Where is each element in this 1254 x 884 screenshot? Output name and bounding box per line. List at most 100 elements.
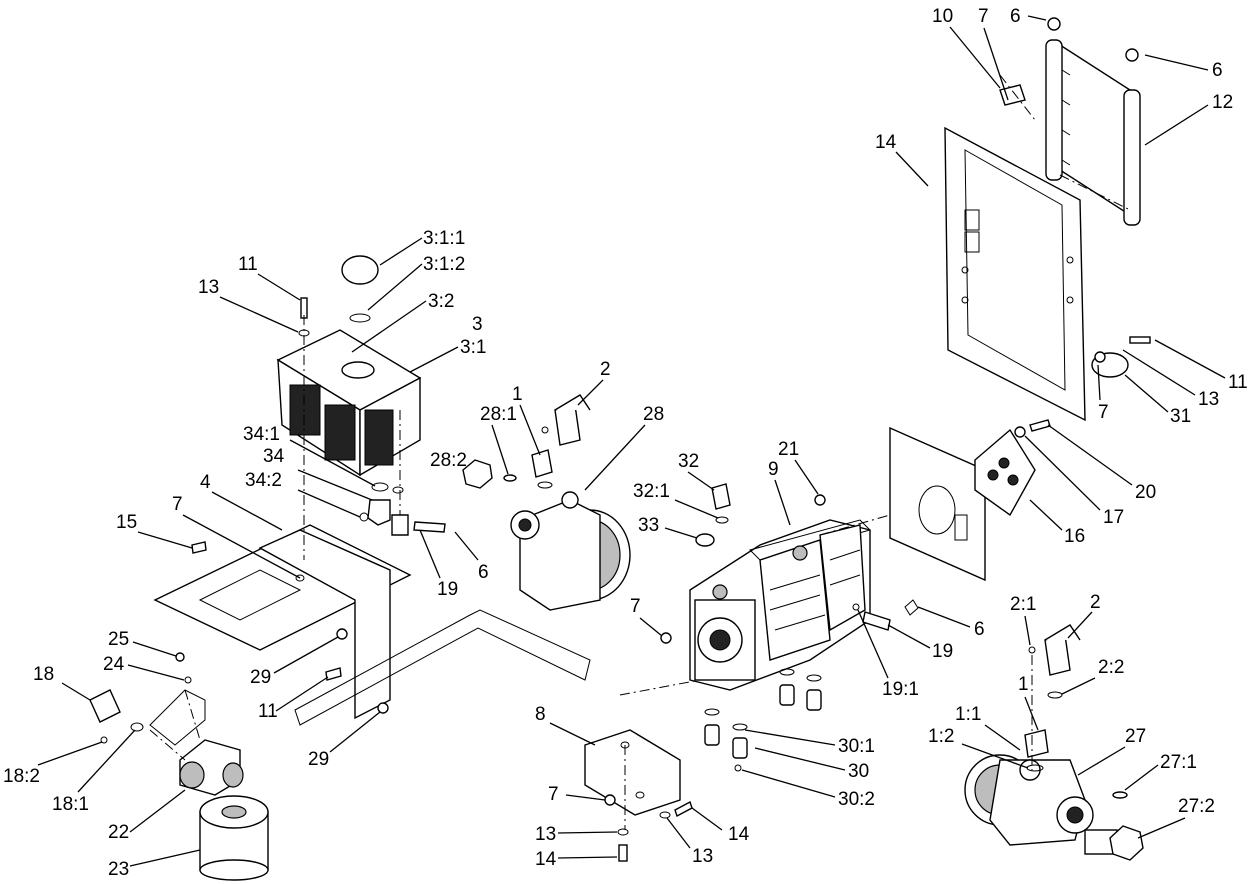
nut-25: [175, 652, 185, 662]
callout-13-right: 13: [1198, 389, 1219, 410]
callout-34-2: 34:2: [245, 470, 282, 491]
frame-rail: [294, 609, 591, 726]
callout-28: 28: [643, 404, 664, 425]
callout-18-2: 18:2: [3, 766, 40, 787]
callout-2-center: 2: [600, 359, 611, 380]
elbow-18: [89, 689, 144, 744]
callout-34: 34: [263, 446, 285, 467]
callout-4: 4: [200, 472, 211, 493]
callout-13-bottom: 13: [535, 824, 556, 845]
washer-17: [1014, 426, 1026, 438]
centerlines: [149, 74, 1131, 830]
tandem-pump: [689, 519, 871, 691]
pump-plate: [889, 426, 986, 582]
callout-32: 32: [678, 451, 699, 472]
nut-21: [814, 494, 826, 506]
callout-15: 15: [116, 512, 137, 533]
callout-14-bottom: 14: [535, 849, 557, 870]
callout-3-1-1: 3:1:1: [423, 228, 465, 249]
nut-7-bottom: [604, 794, 616, 806]
bolt-14-bottom: [618, 844, 628, 862]
key-27-1: [1112, 791, 1128, 799]
coupling-16: [974, 428, 1036, 517]
callout-7-center: 7: [630, 596, 641, 617]
elbow-32: [711, 483, 731, 524]
callout-2-right: 2: [1090, 592, 1101, 613]
elbow-1-right: [1024, 729, 1049, 772]
callout-30: 30: [848, 761, 869, 782]
fitting-19-right: [852, 599, 919, 631]
callout-16: 16: [1064, 526, 1085, 547]
callout-1-1: 1:1: [955, 704, 981, 725]
callout-24: 24: [103, 654, 125, 675]
callout-2-2: 2:2: [1098, 657, 1124, 678]
callout-11-lower: 11: [258, 701, 278, 722]
key-28-1: [503, 474, 517, 482]
filter-head-22: [179, 739, 244, 796]
nut-29-lower: [377, 702, 389, 714]
callout-6-top: 6: [1010, 6, 1021, 27]
callout-20: 20: [1135, 482, 1156, 503]
fittings-34: [359, 482, 409, 536]
callout-3-1: 3:1: [460, 337, 486, 358]
callout-30-1: 30:1: [838, 736, 875, 757]
fitting-19-left: [413, 521, 446, 533]
callout-8: 8: [535, 704, 546, 725]
washer-24: [184, 676, 192, 684]
callout-18: 18: [33, 664, 54, 685]
callout-6-left: 6: [478, 562, 489, 583]
callout-23: 23: [108, 859, 129, 880]
callout-28-2: 28:2: [430, 450, 467, 471]
callout-10: 10: [932, 6, 953, 27]
bolt-20: [1029, 419, 1051, 432]
callout-6-right-top: 6: [1212, 60, 1223, 81]
callout-3: 3: [472, 314, 483, 335]
callout-34-1: 34:1: [243, 424, 280, 445]
hydraulic-motor-27: [964, 754, 1118, 855]
callout-1-2: 1:2: [928, 726, 954, 747]
callout-3-2: 3:2: [428, 291, 454, 312]
mounting-plate-assembly: [944, 126, 1086, 422]
callout-19-left: 19: [437, 579, 458, 600]
clamp-33: [695, 533, 715, 547]
callout-32-1: 32:1: [633, 481, 670, 502]
elbow-1-center: [531, 449, 553, 489]
callout-27: 27: [1125, 726, 1146, 747]
washer-13-bottom: [617, 828, 629, 836]
callout-25: 25: [108, 629, 129, 650]
frame-bracket-4: [153, 524, 412, 720]
callout-11-right: 11: [1228, 372, 1248, 393]
bolt-11-lower: [325, 667, 342, 681]
elbow-2-center: [541, 394, 591, 446]
nut-7-center: [660, 632, 672, 644]
callout-27-1: 27:1: [1160, 752, 1197, 773]
callout-12: 12: [1212, 92, 1233, 113]
callout-7-bottom: 7: [548, 784, 559, 805]
oil-filter-23: [199, 795, 269, 881]
callout-3-1-2: 3:1:2: [423, 254, 465, 275]
elbow-2-right: [1028, 624, 1081, 699]
callout-1-center: 1: [512, 384, 523, 405]
callout-31: 31: [1170, 406, 1191, 427]
callout-19-right: 19: [932, 641, 953, 662]
callout-22: 22: [108, 822, 129, 843]
callout-13-bottom-right: 13: [692, 846, 713, 867]
callout-33: 33: [638, 515, 659, 536]
callout-17: 17: [1103, 507, 1124, 528]
callout-14-top: 14: [875, 132, 897, 153]
bracket-8: [584, 729, 681, 816]
clamp-31: [1091, 336, 1151, 378]
nut-28-2: [462, 459, 493, 489]
callout-9: 9: [768, 459, 779, 480]
nut-27-2: [1109, 825, 1144, 861]
callout-11-top: 11: [238, 254, 258, 275]
callout-19-1: 19:1: [882, 679, 919, 700]
callout-27-2: 27:2: [1178, 796, 1215, 817]
hydraulic-reservoir: [276, 255, 422, 477]
washer-13-right: [659, 811, 671, 819]
callout-28-1: 28:1: [480, 404, 517, 425]
nut-29-upper: [336, 628, 348, 640]
pump-fittings-30: [704, 668, 822, 772]
callout-30-2: 30:2: [838, 789, 875, 810]
callout-2-1: 2:1: [1010, 594, 1036, 615]
